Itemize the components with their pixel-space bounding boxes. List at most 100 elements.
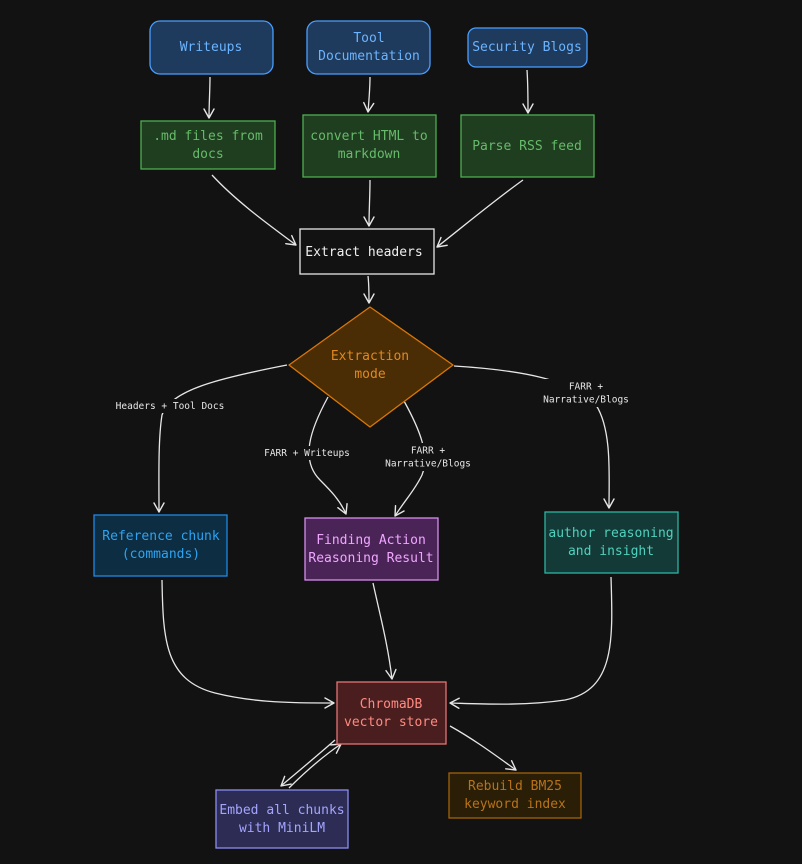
edge-reference-chunk-to-chromadb (161, 579, 335, 709)
node-md-files-label-line: docs (192, 147, 223, 162)
node-chromadb-label-line: ChromaDB (360, 697, 423, 712)
node-embed-chunks[interactable]: Embed all chunks with MiniLM (215, 789, 349, 849)
node-embed-chunks-label: Embed all chunks with MiniLM (219, 803, 344, 836)
node-extraction-mode-label-line: Extraction (331, 349, 409, 364)
edge-label-farr-narrative-right: FARR + Narrative/Blogs (543, 382, 629, 406)
edge-label-farr-narrative-right-line: FARR + (569, 382, 604, 393)
node-parse-rss-label: Parse RSS feed (472, 139, 582, 154)
node-embed-chunks-shape (215, 789, 349, 849)
node-md-files-label-line: .md files from (153, 129, 263, 144)
node-convert-html-label: convert HTML to markdown (310, 129, 427, 162)
node-rebuild-bm25-label: Rebuild BM25 keyword index (464, 779, 566, 812)
node-chromadb-label: ChromaDB vector store (344, 697, 438, 730)
node-convert-html-label-line: markdown (338, 147, 401, 162)
node-rebuild-bm25-label-line: Rebuild BM25 (468, 779, 562, 794)
node-embed-chunks-label-line: Embed all chunks (219, 803, 344, 818)
node-writeups-label-line: Writeups (180, 40, 243, 55)
node-writeups-label: Writeups (180, 40, 243, 55)
edge-convert-html-to-extract-headers (363, 179, 375, 227)
edge-mode-to-reference-chunk (153, 364, 288, 513)
edge-chromadb-to-rebuild-bm25 (449, 725, 517, 771)
node-convert-html-label-line: convert HTML to (310, 129, 427, 144)
node-writeups[interactable]: Writeups (149, 20, 274, 75)
node-farr-result-label-line: Finding Action (316, 533, 426, 548)
node-md-files[interactable]: .md files from docs (140, 120, 276, 170)
node-chromadb[interactable]: ChromaDB vector store (336, 681, 447, 745)
node-tool-documentation-shape (306, 20, 431, 75)
edge-label-farr-narrative-center-line: Narrative/Blogs (385, 459, 471, 470)
node-extract-headers-shape (299, 228, 435, 275)
edge-mode-to-farr-result-left (308, 396, 348, 515)
node-farr-result-shape (304, 517, 439, 581)
node-tool-documentation-label-line: Tool (353, 31, 384, 46)
edge-label-farr-narrative-right-bg (544, 379, 628, 407)
node-extraction-mode-shape (288, 306, 454, 428)
node-chromadb-label-line: vector store (344, 715, 438, 730)
node-parse-rss[interactable]: Parse RSS feed (460, 114, 595, 178)
node-extract-headers-label-line: Extract headers (305, 245, 422, 260)
edge-author-reasoning-to-chromadb (449, 576, 613, 709)
edge-md-files-to-extract-headers (211, 174, 297, 246)
node-author-reasoning-label: author reasoning and insight (548, 526, 673, 559)
node-extraction-mode-label-line: mode (354, 367, 385, 382)
node-farr-result-label-line: Reasoning Result (308, 551, 433, 566)
node-reference-chunk-label-line: Reference chunk (102, 529, 220, 544)
edge-embed-chunks-to-chromadb (288, 743, 342, 789)
node-rebuild-bm25-shape (448, 772, 582, 819)
edge-label-farr-writeups: FARR + Writeups (264, 448, 350, 459)
edge-extract-headers-to-extraction-mode (363, 275, 375, 304)
node-extraction-mode-label: Extraction mode (331, 349, 409, 382)
edge-label-headers-tool-docs: Headers + Tool Docs (116, 401, 225, 412)
node-security-blogs-label: Security Blogs (472, 40, 582, 55)
edge-label-farr-narrative-center-line: FARR + (411, 446, 446, 457)
node-convert-html-shape (302, 114, 437, 178)
node-security-blogs-label-line: Security Blogs (472, 40, 582, 55)
edge-mode-to-farr-result-right (394, 400, 426, 517)
node-author-reasoning[interactable]: author reasoning and insight (544, 511, 679, 574)
edge-tool-docs-to-convert-html (363, 76, 375, 113)
edge-label-farr-writeups-line: FARR + Writeups (264, 448, 350, 459)
edge-farr-result-to-chromadb (372, 582, 397, 680)
node-author-reasoning-label-line: author reasoning (548, 526, 673, 541)
node-chromadb-shape (336, 681, 447, 745)
node-tool-documentation-label-line: Documentation (318, 49, 420, 64)
edge-label-farr-writeups-bg (262, 446, 352, 460)
node-reference-chunk-shape (93, 514, 228, 577)
edge-label-farr-narrative-center-bg (386, 443, 470, 471)
node-md-files-label: .md files from docs (153, 129, 263, 162)
edge-labels: Headers + Tool Docs FARR + Writeups FARR… (116, 379, 629, 471)
node-extract-headers[interactable]: Extract headers (299, 228, 435, 275)
node-extraction-mode[interactable]: Extraction mode (288, 306, 454, 428)
node-reference-chunk-label: Reference chunk (commands) (102, 529, 220, 562)
edges (153, 69, 615, 789)
edge-writeups-to-md-files (203, 76, 215, 119)
edge-label-headers-tool-docs-bg (116, 399, 224, 413)
node-author-reasoning-shape (544, 511, 679, 574)
edge-security-blogs-to-parse-rss (522, 69, 534, 114)
node-security-blogs[interactable]: Security Blogs (467, 27, 588, 68)
node-extract-headers-label: Extract headers (305, 245, 422, 260)
node-convert-html[interactable]: convert HTML to markdown (302, 114, 437, 178)
node-parse-rss-label-line: Parse RSS feed (472, 139, 582, 154)
node-rebuild-bm25-label-line: keyword index (464, 797, 566, 812)
node-author-reasoning-label-line: and insight (568, 544, 654, 559)
edge-label-farr-narrative-right-line: Narrative/Blogs (543, 395, 629, 406)
node-reference-chunk-label-line: (commands) (122, 547, 200, 562)
node-writeups-shape (149, 20, 274, 75)
node-embed-chunks-label-line: with MiniLM (239, 821, 325, 836)
node-security-blogs-shape (467, 27, 588, 68)
edge-label-headers-tool-docs-line: Headers + Tool Docs (116, 401, 225, 412)
edge-label-farr-narrative-center: FARR + Narrative/Blogs (385, 446, 471, 470)
node-md-files-shape (140, 120, 276, 170)
edge-parse-rss-to-extract-headers (436, 179, 524, 248)
node-rebuild-bm25[interactable]: Rebuild BM25 keyword index (448, 772, 582, 819)
node-parse-rss-shape (460, 114, 595, 178)
edge-chromadb-to-embed-chunks (280, 739, 336, 787)
node-reference-chunk[interactable]: Reference chunk (commands) (93, 514, 228, 577)
